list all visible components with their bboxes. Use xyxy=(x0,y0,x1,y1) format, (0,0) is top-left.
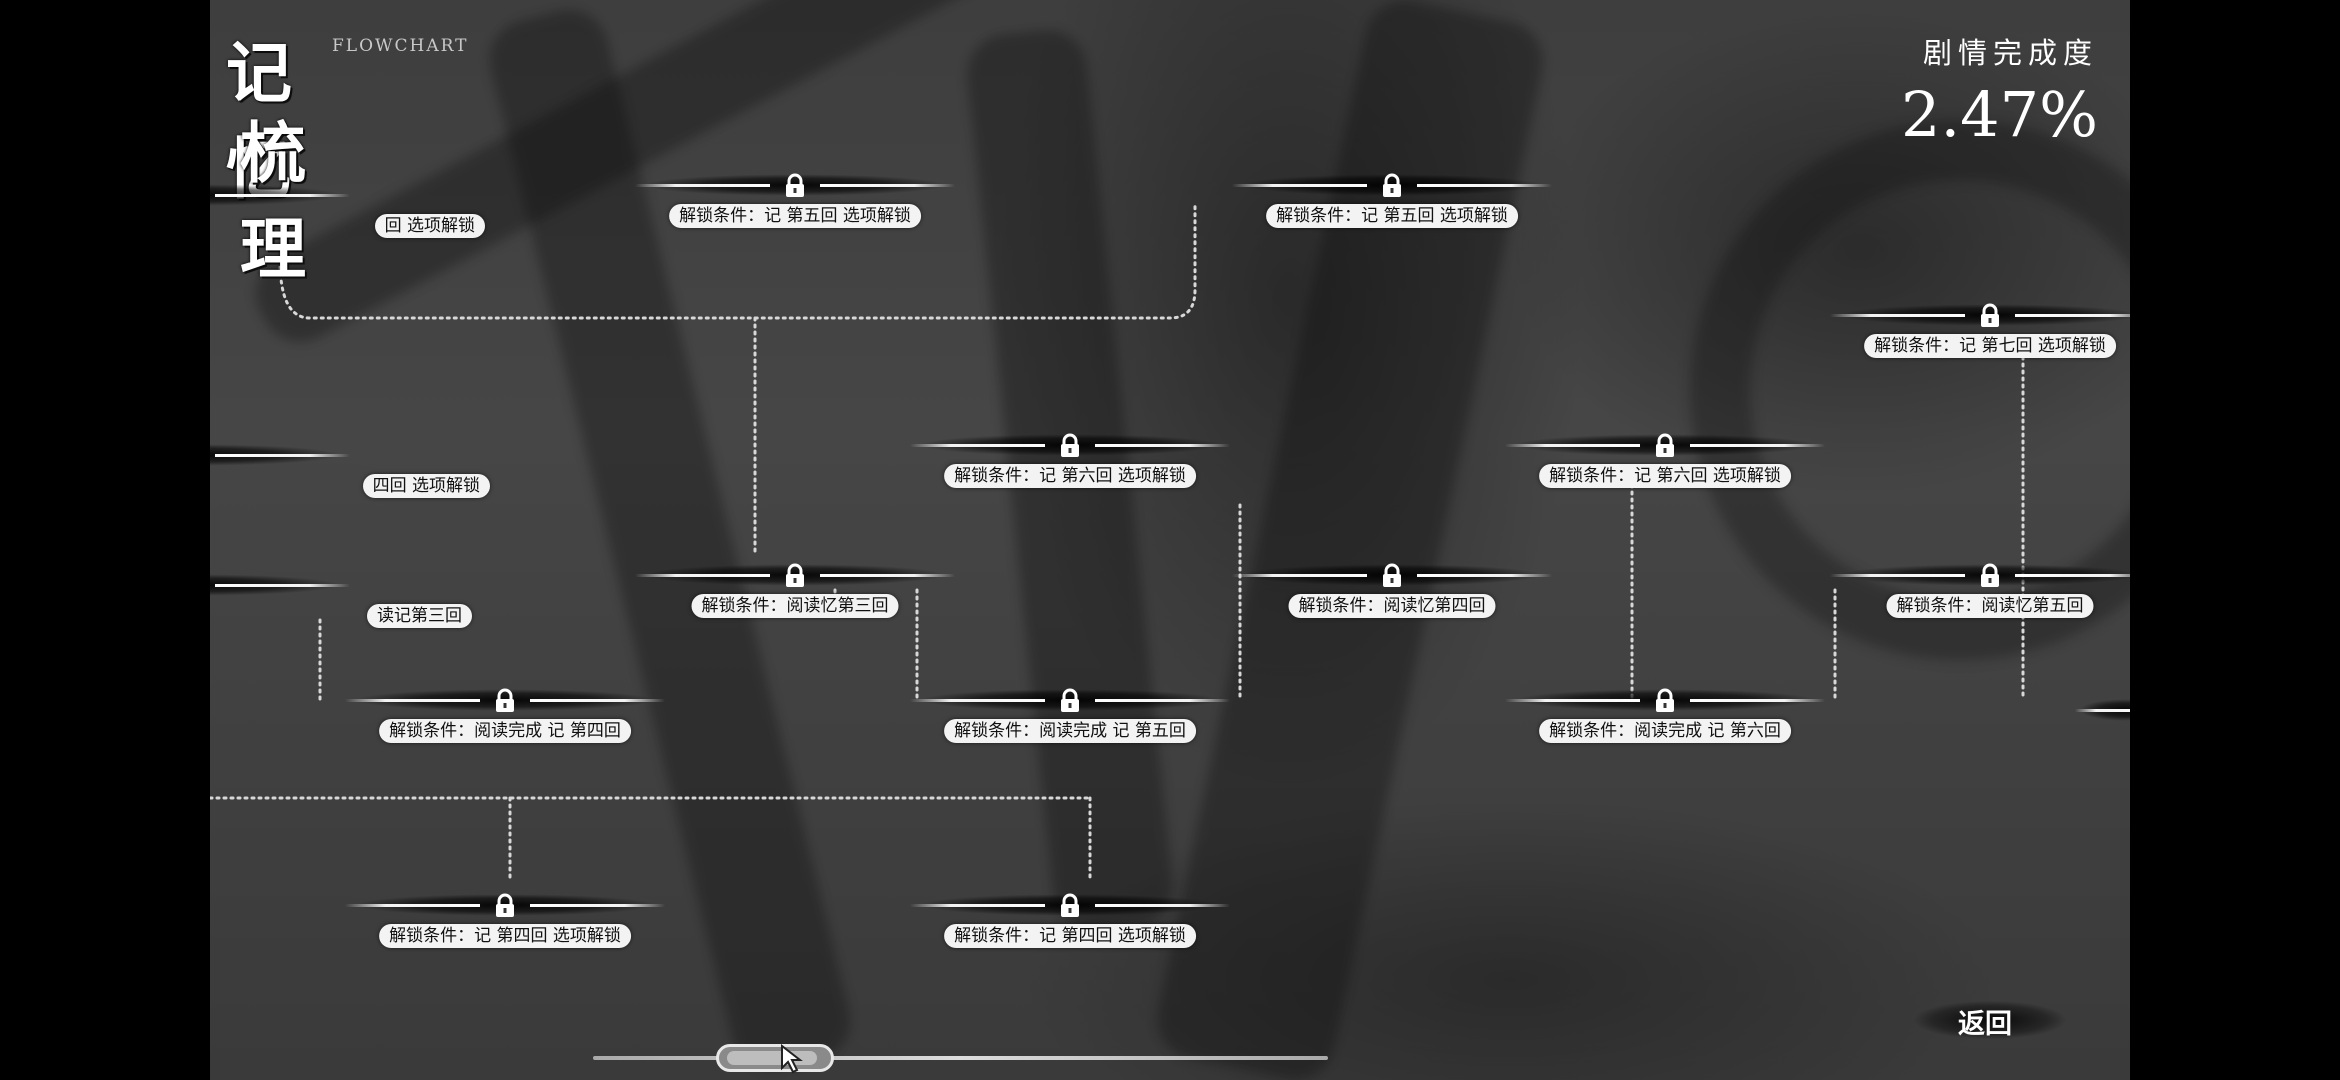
back-button[interactable]: 返回 xyxy=(1910,996,2070,1044)
unlock-condition-tag: 解锁条件：阅读完成 记 第四回 xyxy=(379,719,631,743)
flowchart-node-partial[interactable]: 四回 选项解锁 xyxy=(210,430,490,500)
unlock-condition-tag: 解锁条件：记 第五回 选项解锁 xyxy=(669,204,921,228)
node-line xyxy=(1095,444,1230,447)
node-line xyxy=(910,904,1045,907)
node-line xyxy=(1417,184,1552,187)
flowchart-node-partial[interactable] xyxy=(2065,685,2130,755)
unlock-condition-tag: 解锁条件：记 第四回 选项解锁 xyxy=(944,924,1196,948)
flowchart-subtitle: FLOWCHART xyxy=(332,36,469,56)
node-line xyxy=(2015,574,2130,577)
flowchart-node-n10[interactable]: 解锁条件：阅读完成 记 第五回 xyxy=(870,675,1270,745)
node-line xyxy=(2015,314,2130,317)
flowchart-node-n4[interactable]: 解锁条件：记 第六回 选项解锁 xyxy=(870,420,1270,490)
node-line xyxy=(910,699,1045,702)
node-line xyxy=(345,699,480,702)
scrollbar-thumb-inner xyxy=(727,1051,818,1065)
horizontal-scrollbar-track[interactable] xyxy=(593,1056,1328,1060)
node-line xyxy=(1830,574,1965,577)
node-line xyxy=(1690,444,1825,447)
node-line xyxy=(1830,314,1965,317)
node-line xyxy=(1095,699,1230,702)
unlock-condition-tag: 读记第三回 xyxy=(367,604,472,628)
unlock-condition-tag: 四回 选项解锁 xyxy=(362,474,490,498)
lock-icon xyxy=(1977,563,2003,589)
unlock-condition-tag: 回 选项解锁 xyxy=(374,214,485,238)
flowchart-node-n3[interactable]: 解锁条件：记 第七回 选项解锁 xyxy=(1790,290,2130,360)
unlock-condition-tag: 解锁条件：阅读完成 记 第五回 xyxy=(944,719,1196,743)
node-line xyxy=(2075,709,2130,712)
lock-icon xyxy=(1057,893,1083,919)
horizontal-scrollbar-thumb[interactable] xyxy=(716,1044,835,1072)
lock-icon xyxy=(1652,688,1678,714)
lock-icon xyxy=(782,173,808,199)
node-line xyxy=(1232,184,1367,187)
lock-icon xyxy=(1977,303,2003,329)
story-completion-value: 2.47% xyxy=(1901,78,2098,151)
flowchart-node-n5[interactable]: 解锁条件：记 第六回 选项解锁 xyxy=(1465,420,1865,490)
pointer-cursor-icon xyxy=(781,1044,803,1074)
flowchart-node-n7[interactable]: 解锁条件：阅读忆第四回 xyxy=(1192,550,1592,620)
node-line xyxy=(215,454,350,457)
lock-icon xyxy=(1652,433,1678,459)
lock-icon xyxy=(492,688,518,714)
flowchart-node-n6[interactable]: 解锁条件：阅读忆第三回 xyxy=(595,550,995,620)
node-line xyxy=(345,904,480,907)
node-line xyxy=(530,904,665,907)
lock-icon xyxy=(1057,688,1083,714)
unlock-condition-tag: 解锁条件：阅读完成 记 第六回 xyxy=(1539,719,1791,743)
flowchart-node-n1[interactable]: 解锁条件：记 第五回 选项解锁 xyxy=(595,160,995,230)
lock-icon xyxy=(782,563,808,589)
node-line xyxy=(820,574,955,577)
unlock-condition-tag: 解锁条件：记 第六回 选项解锁 xyxy=(1539,464,1791,488)
unlock-condition-tag: 解锁条件：阅读忆第五回 xyxy=(1886,594,2094,618)
unlock-condition-tag: 解锁条件：记 第四回 选项解锁 xyxy=(379,924,631,948)
node-line xyxy=(635,184,770,187)
lock-icon xyxy=(1379,563,1405,589)
flowchart-node-partial[interactable]: 回 选项解锁 xyxy=(210,170,485,240)
flowchart-node-n2[interactable]: 解锁条件：记 第五回 选项解锁 xyxy=(1192,160,1592,230)
node-line xyxy=(215,584,350,587)
node-line xyxy=(215,194,350,197)
node-line xyxy=(1690,699,1825,702)
flowchart-node-n8[interactable]: 解锁条件：阅读忆第五回 xyxy=(1790,550,2130,620)
lock-icon xyxy=(1057,433,1083,459)
unlock-condition-tag: 解锁条件：记 第六回 选项解锁 xyxy=(944,464,1196,488)
flowchart-node-n13[interactable]: 解锁条件：记 第四回 选项解锁 xyxy=(870,880,1270,950)
lock-icon xyxy=(1379,173,1405,199)
node-line xyxy=(1417,574,1552,577)
unlock-condition-tag: 解锁条件：阅读忆第三回 xyxy=(691,594,899,618)
node-line xyxy=(820,184,955,187)
node-line xyxy=(1095,904,1230,907)
node-line xyxy=(530,699,665,702)
unlock-condition-tag: 解锁条件：记 第七回 选项解锁 xyxy=(1864,334,2116,358)
story-completion-label: 剧情完成度 xyxy=(1922,36,2098,70)
flowchart-node-n11[interactable]: 解锁条件：阅读完成 记 第六回 xyxy=(1465,675,1865,745)
flowchart-node-n9[interactable]: 解锁条件：阅读完成 记 第四回 xyxy=(305,675,705,745)
node-line xyxy=(635,574,770,577)
node-line xyxy=(1232,574,1367,577)
node-line xyxy=(910,444,1045,447)
flowchart-screen: 记忆 梳理 FLOWCHART 剧情完成度 2.47% 回 选项解锁 四回 选项… xyxy=(210,0,2130,1080)
flowchart-node-partial[interactable]: 读记第三回 xyxy=(210,560,472,630)
logo-title-line2: 梳理 xyxy=(240,114,306,288)
unlock-condition-tag: 解锁条件：阅读忆第四回 xyxy=(1288,594,1496,618)
back-button-label: 返回 xyxy=(1958,1009,2012,1040)
node-line xyxy=(1505,699,1640,702)
unlock-condition-tag: 解锁条件：记 第五回 选项解锁 xyxy=(1266,204,1518,228)
flowchart-node-n12[interactable]: 解锁条件：记 第四回 选项解锁 xyxy=(305,880,705,950)
lock-icon xyxy=(492,893,518,919)
node-line xyxy=(1505,444,1640,447)
